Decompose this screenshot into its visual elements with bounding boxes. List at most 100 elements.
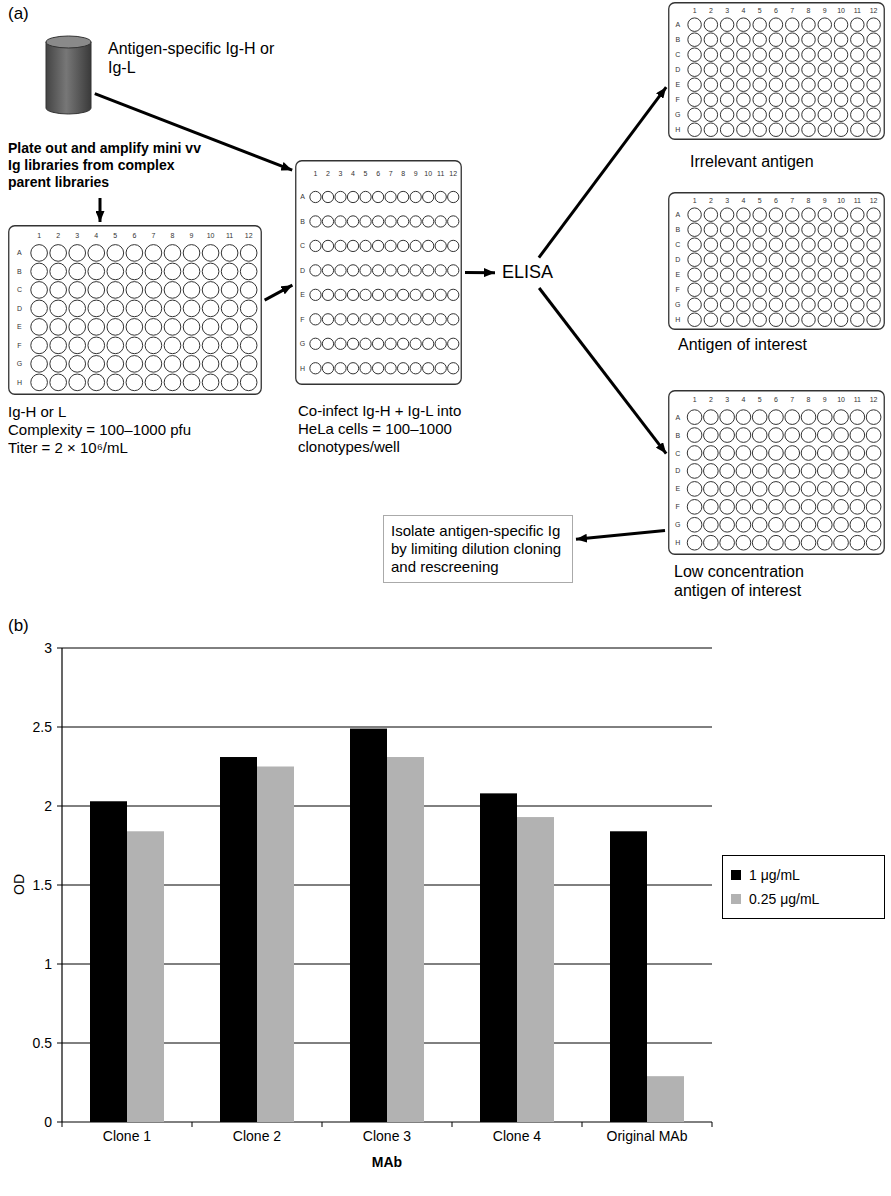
x-tick	[62, 1122, 63, 1127]
plate-well	[50, 300, 67, 317]
tick-label: 3	[10, 640, 52, 657]
plate-well	[88, 245, 105, 262]
plate-well	[448, 265, 459, 276]
plate-well	[834, 298, 848, 312]
plate-well	[164, 300, 181, 317]
cylinder-top	[46, 36, 91, 48]
plate-well	[769, 500, 784, 515]
plate-well	[687, 482, 702, 497]
plate-index: 10	[834, 196, 848, 205]
plate-well	[107, 337, 124, 354]
plate-well	[720, 18, 734, 32]
plate-well	[802, 108, 816, 122]
plate-well	[785, 48, 799, 62]
plate-well	[687, 535, 702, 550]
plate-well	[867, 238, 881, 252]
node-text: Co-infect Ig-H + Ig-L into HeLa cells = …	[298, 402, 466, 456]
plate-well	[688, 33, 702, 47]
plate-index: 10	[834, 395, 848, 404]
plate-well	[704, 93, 718, 107]
plate-well	[834, 517, 849, 532]
plate-well	[802, 48, 816, 62]
data-bar	[610, 831, 647, 1122]
plate-index: D	[671, 65, 685, 74]
plate-well	[221, 282, 238, 299]
plate-index: H	[671, 125, 685, 134]
plate-well	[785, 313, 799, 327]
plate-well	[720, 123, 734, 137]
plate-well	[769, 446, 784, 461]
plate-well	[335, 240, 346, 251]
plate-well	[720, 238, 734, 252]
x-tick	[712, 1122, 713, 1127]
plate-well	[785, 428, 800, 443]
plate-well	[448, 191, 459, 202]
plate-well	[802, 93, 816, 107]
plate-well	[385, 265, 396, 276]
plate-well	[817, 428, 832, 443]
plate-well	[687, 517, 702, 532]
plate-well	[448, 216, 459, 227]
plate-well	[802, 33, 816, 47]
plate-well	[704, 298, 718, 312]
plate-well	[867, 33, 881, 47]
plate-well	[410, 191, 421, 202]
plate-well	[335, 216, 346, 227]
data-bar	[517, 817, 554, 1122]
plate-well	[720, 464, 735, 479]
plate-well	[322, 289, 333, 300]
plate-well	[851, 18, 865, 32]
plate-well	[435, 338, 446, 349]
plate-well	[385, 216, 396, 227]
plate-well	[397, 216, 408, 227]
plate-well	[720, 108, 734, 122]
plate-index: C	[671, 449, 685, 458]
plate-well	[851, 48, 865, 62]
plate-well	[448, 289, 459, 300]
plate-well	[817, 482, 832, 497]
plate-index: H	[296, 364, 310, 373]
plate-well	[834, 482, 849, 497]
plate-well	[720, 298, 734, 312]
plate-index: 8	[165, 231, 179, 240]
plate-index: D	[671, 255, 685, 264]
plate-well	[202, 319, 219, 336]
plate-well	[107, 245, 124, 262]
plate-well	[145, 319, 162, 336]
plate-well	[688, 78, 702, 92]
plate-well	[145, 337, 162, 354]
plate-well	[397, 191, 408, 202]
plate-well	[753, 78, 767, 92]
plate-index: 6	[127, 231, 141, 240]
plate-well	[769, 33, 783, 47]
plate-index: C	[296, 241, 310, 250]
plate-well	[687, 428, 702, 443]
plate-well	[753, 268, 767, 282]
plate-well	[385, 363, 396, 374]
plate-well	[69, 374, 86, 391]
plate-well	[720, 410, 735, 425]
plate-well	[818, 208, 832, 222]
plate-well	[335, 265, 346, 276]
plate-index: 9	[409, 169, 423, 178]
plate-well	[126, 319, 143, 336]
plate-well	[834, 18, 848, 32]
flow-arrow	[539, 288, 666, 454]
plate-well	[802, 18, 816, 32]
microplate-drawing	[668, 192, 885, 330]
plate-index: 7	[384, 169, 398, 178]
plate-index: E	[671, 270, 685, 279]
plate-well	[347, 240, 358, 251]
plate-outline	[669, 193, 885, 330]
plate-index: G	[671, 520, 685, 529]
plate-index: 6	[769, 395, 783, 404]
plate-well	[385, 289, 396, 300]
plate-well	[107, 319, 124, 336]
tick-label: 0	[10, 1114, 52, 1131]
plate-well	[107, 300, 124, 317]
plate-well	[164, 245, 181, 262]
plate-well	[834, 268, 848, 282]
x-tick	[452, 1122, 453, 1127]
plate-well	[737, 223, 751, 237]
plate-well	[126, 374, 143, 391]
